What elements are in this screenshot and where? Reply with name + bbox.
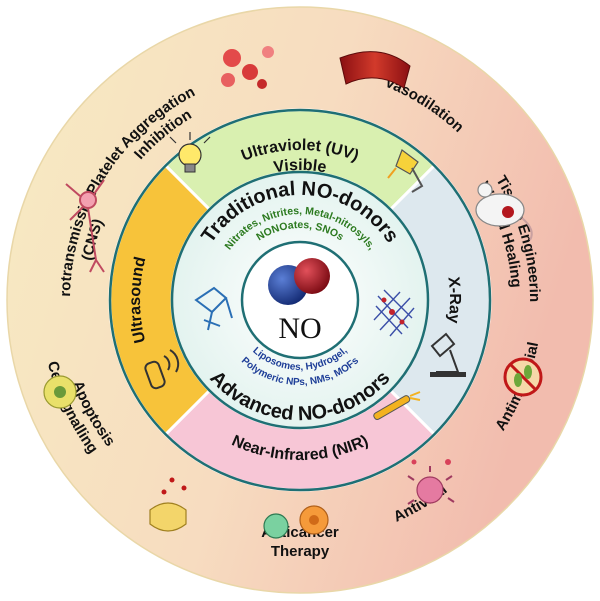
- lamp-icon: [387, 149, 424, 193]
- blood-vessel-icon: [339, 51, 411, 89]
- nir-pen-light-icon: [373, 391, 421, 420]
- ultrasound-label: Ultrasound: [127, 255, 149, 344]
- neuron-icon: [65, 179, 105, 273]
- ultrasound-probe-icon: [144, 349, 180, 390]
- microscope-icon: [430, 332, 466, 377]
- mof-framework-icon: [373, 289, 415, 337]
- cell-signalling-icon: [149, 477, 187, 532]
- oxygen-atom: [294, 258, 330, 294]
- hydrogel-network-icon: [194, 286, 233, 331]
- stimuli-ring-border: [108, 108, 492, 492]
- virus-icon: [407, 459, 455, 505]
- apoptotic-cell-icon: [43, 375, 77, 409]
- x-ray-label: X-Ray: [444, 276, 463, 324]
- light-bulb-icon: [169, 132, 211, 173]
- no-bacteria-icon: [503, 357, 543, 397]
- cancer-cell-icon: [263, 505, 329, 539]
- visible-label: Visible: [272, 157, 327, 176]
- no-label: NO: [278, 312, 321, 345]
- therapy-label: Therapy: [271, 543, 330, 560]
- platelets-icon: [221, 46, 274, 89]
- mouse-icon: [475, 182, 533, 241]
